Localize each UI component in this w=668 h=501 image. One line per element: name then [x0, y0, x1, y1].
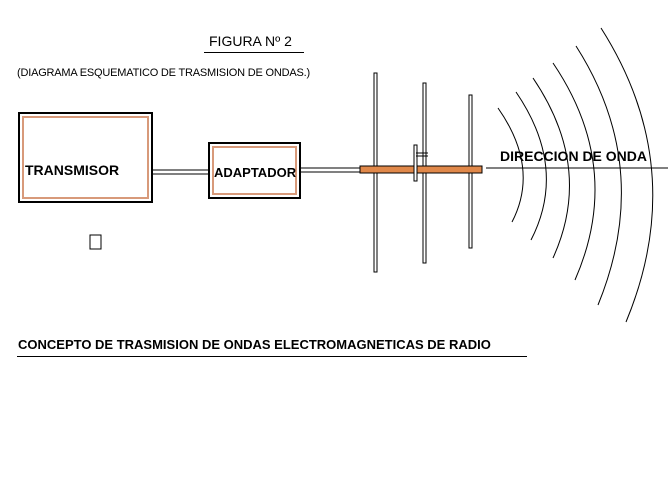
diagram-subtitle: (DIAGRAMA ESQUEMATICO DE TRASMISION DE O…: [17, 67, 310, 79]
footer-underline: [17, 356, 527, 357]
adapter-box-inner-border: [212, 146, 297, 195]
feed-line-transmitter-adapter: [153, 169, 208, 175]
wave-direction-label: DIRECCION DE ONDA: [500, 148, 648, 164]
antenna-boom: [359, 165, 483, 174]
driven-element-feed: [413, 144, 428, 182]
wave-arc-4: [552, 62, 596, 281]
transmitter-label: TRANSMISOR: [25, 162, 120, 178]
adapter-box: ADAPTADOR: [208, 142, 301, 199]
transmitter-box-inner-border: [22, 116, 149, 199]
radiated-waves: [497, 27, 654, 323]
footer-caption: CONCEPTO DE TRASMISION DE ONDAS ELECTROM…: [18, 337, 491, 352]
wave-arc-6: [600, 27, 654, 323]
wave-arc-2: [515, 91, 547, 241]
title-underline: [204, 52, 304, 53]
wave-arc-1: [497, 107, 524, 223]
adapter-label: ADAPTADOR: [214, 165, 297, 180]
figure-title: FIGURA Nº 2: [209, 33, 292, 49]
feed-line-adapter-antenna: [301, 167, 362, 173]
empty-square-icon: [89, 234, 102, 250]
wave-arc-5: [575, 45, 622, 306]
transmitter-box: TRANSMISOR: [18, 112, 153, 203]
wave-arc-3: [532, 77, 570, 259]
